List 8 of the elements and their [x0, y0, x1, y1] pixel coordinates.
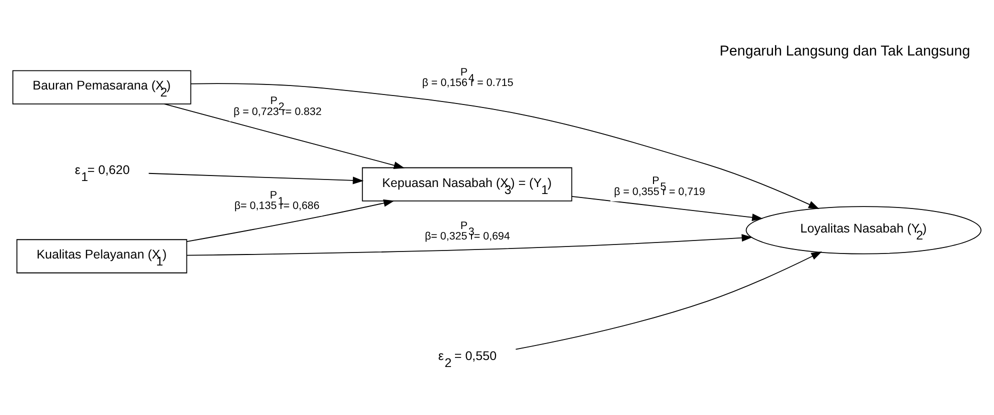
arrow: [186, 234, 753, 256]
arrow: [190, 83, 820, 210]
arrow: [164, 104, 405, 169]
arrow: [148, 172, 364, 184]
arrow: [515, 251, 822, 350]
arrow: [186, 199, 394, 242]
diagram-title: Pengaruh Langsung dan Tak Langsung: [720, 44, 970, 60]
arrow: [571, 196, 763, 222]
